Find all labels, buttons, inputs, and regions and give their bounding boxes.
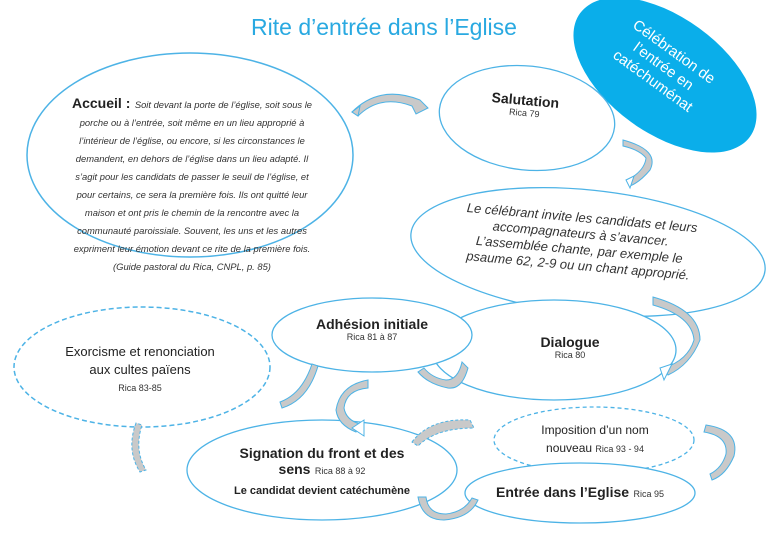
arrow-salutation-to-invitation (622, 139, 653, 190)
accueil-node: Accueil : Soit devant la porte de l’égli… (66, 95, 318, 275)
arrow-accueil-to-salutation (351, 93, 429, 117)
dialogue-title: Dialogue (540, 334, 600, 350)
entree-title: Entrée dans l’Eglise (495, 484, 630, 500)
entree-node: Entrée dans l’Eglise Rica 95 (490, 484, 670, 502)
exorcisme-title-2: aux cultes païens (89, 362, 191, 377)
arrow-imposition-to-entree (703, 424, 736, 481)
imposition-title-2: nouveau (546, 441, 593, 455)
signation-subtitle: Le candidat devient catéchumène (233, 485, 411, 497)
adhesion-ref: Rica 81 à 87 (346, 332, 398, 342)
signation-node: Signation du front et des sens Rica 88 à… (222, 445, 422, 497)
entree-ellipse (464, 462, 696, 524)
arrow-signation-to-imposition (411, 419, 475, 447)
exorcisme-ellipse (13, 306, 271, 428)
adhesion-title: Adhésion initiale (315, 316, 428, 332)
page-title: Rite d’entrée dans l’Eglise (251, 14, 517, 40)
salutation-ellipse (438, 64, 616, 172)
imposition-ref: Rica 93 - 94 (595, 444, 644, 454)
celebration-banner-shape (573, 0, 757, 153)
arrow-dialogue-to-adhesion (417, 361, 469, 389)
exorcisme-title-1: Exorcisme et renonciation (65, 344, 215, 359)
dialogue-ref: Rica 80 (554, 350, 586, 360)
adhesion-node: Adhésion initiale Rica 81 à 87 (292, 316, 452, 342)
dialogue-node: Dialogue Rica 80 (520, 334, 620, 360)
signation-ellipse (186, 419, 458, 521)
entree-ref: Rica 95 (633, 489, 665, 499)
accueil-title: Accueil : (72, 95, 131, 111)
arrow-adhesion-to-exorcisme (279, 363, 319, 409)
accueil-body: Soit devant la porte de l’église, soit s… (73, 99, 312, 272)
signation-ref: Rica 88 à 92 (314, 466, 366, 476)
signation-title-2: sens (278, 461, 311, 477)
arrow-exorcisme-to-signation (131, 422, 147, 473)
exorcisme-node: Exorcisme et renonciation aux cultes paï… (40, 343, 240, 397)
signation-title-1: Signation du front et des (239, 445, 405, 461)
exorcisme-ref: Rica 83-85 (118, 383, 162, 393)
adhesion-ellipse (271, 297, 473, 373)
accueil-ellipse (26, 52, 354, 258)
imposition-title-1: Imposition d’un nom (541, 423, 649, 437)
arrow-signation-to-entree (417, 496, 479, 521)
imposition-node: Imposition d’un nom nouveau Rica 93 - 94 (530, 421, 660, 458)
imposition-ellipse (493, 406, 695, 474)
arrow-adhesion-to-signation (335, 379, 369, 437)
arrow-invitation-to-dialogue (652, 296, 701, 382)
